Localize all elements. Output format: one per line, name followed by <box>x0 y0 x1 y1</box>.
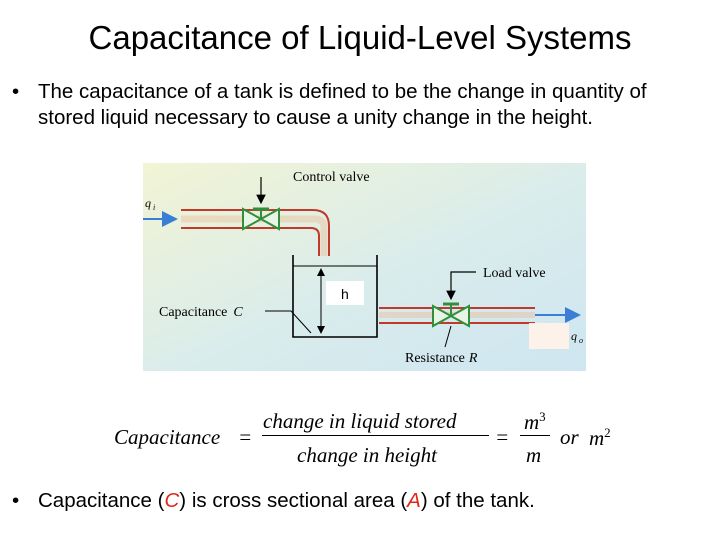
formula-numerator: change in liquid stored <box>263 409 457 433</box>
bullet-line-1: The capacitance of a tank is defined to … <box>38 80 647 103</box>
tank <box>292 255 378 338</box>
bullet-2-text-3: ) of the tank. <box>420 489 535 512</box>
resistance-pointer <box>444 325 452 348</box>
formula-unit-denominator: m <box>526 443 542 467</box>
capacitance-pointer <box>265 310 312 334</box>
bullet-2-symbol-a: A <box>407 489 421 512</box>
height-label: h <box>341 286 349 302</box>
bullet-dot: • <box>12 80 20 103</box>
bullet-dot: • <box>12 489 20 512</box>
formula-or: or <box>560 425 579 449</box>
load-valve-pointer <box>446 271 476 301</box>
formula-fraction-bar <box>262 435 489 436</box>
outflow-label-box <box>529 323 569 349</box>
formula-alt-unit: m2 <box>589 425 611 450</box>
formula-denominator: change in height <box>297 443 437 467</box>
control-valve-label: Control valve <box>293 170 370 185</box>
formula-equals-1: = <box>238 425 253 449</box>
load-valve-label: Load valve <box>483 266 546 281</box>
bullet-line-2: stored liquid necessary to cause a unity… <box>38 106 593 129</box>
load-valve-icon <box>432 302 470 328</box>
bullet-2-text-1: Capacitance ( <box>38 489 165 512</box>
height-label-box <box>326 281 364 305</box>
control-valve-icon <box>242 207 280 231</box>
capacitance-formula: Capacitance = change in liquid stored ch… <box>114 400 624 474</box>
bullet-2-text-2: ) is cross sectional area ( <box>179 489 408 512</box>
bullet-2-symbol-c: C <box>164 489 180 512</box>
formula-equals-2: = <box>495 425 510 449</box>
formula-lhs: Capacitance <box>114 425 221 449</box>
slide-title: Capacitance of Liquid-Level Systems <box>88 19 632 56</box>
formula-unit-bar <box>520 435 550 436</box>
inlet-pipe <box>181 209 330 256</box>
formula-unit-numerator: m3 <box>524 409 546 434</box>
